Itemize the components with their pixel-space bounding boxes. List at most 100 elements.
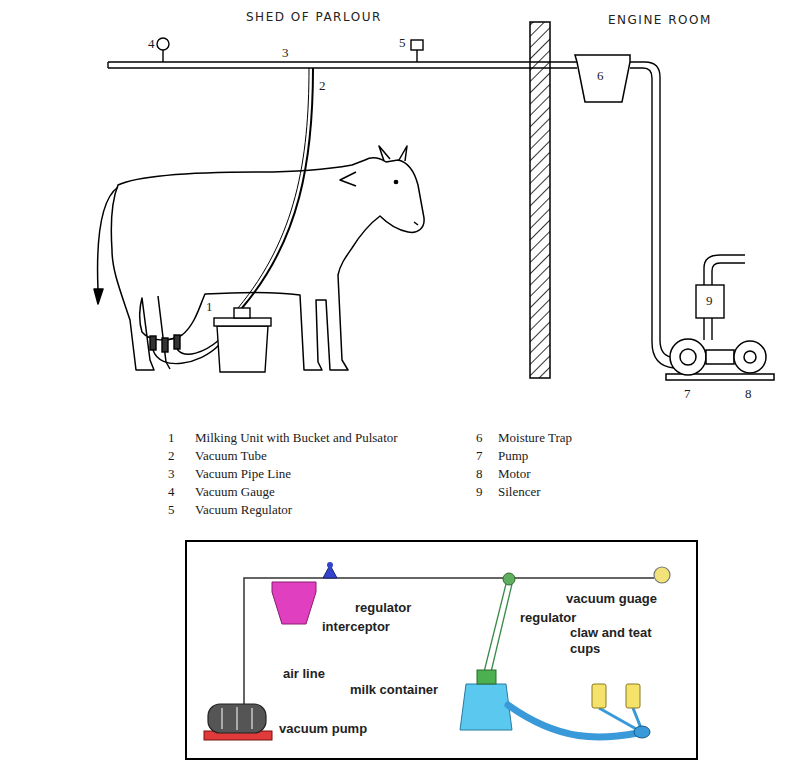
part-label: air line xyxy=(283,666,325,682)
legend-text: Vacuum Gauge xyxy=(195,484,275,499)
legend-text: Moisture Trap xyxy=(498,430,572,445)
vacuum-gauge xyxy=(157,38,169,62)
label-slot: milk container xyxy=(350,682,438,698)
label-slot: Silencer xyxy=(498,484,541,499)
teat-cup xyxy=(174,335,180,349)
cow-tail-tuft xyxy=(94,289,103,304)
machine-base xyxy=(666,374,774,380)
label-slot: 7 xyxy=(684,386,691,401)
teat-cup xyxy=(162,338,168,352)
coupling xyxy=(706,350,734,364)
part-label: regulator xyxy=(355,600,411,616)
region-heading: SHED OF PARLOUR xyxy=(246,10,382,25)
cow-eye xyxy=(394,180,397,183)
legend-number: 2 xyxy=(168,448,175,463)
regulator-valve xyxy=(323,562,337,578)
part-label: interceptor xyxy=(322,619,390,635)
label-slot: 4 xyxy=(148,36,155,51)
container-regulator xyxy=(477,670,496,684)
label-slot: 1 xyxy=(206,299,213,314)
label-slot: Vacuum Tube xyxy=(195,448,267,463)
legend-number: 4 xyxy=(168,484,175,499)
label-slot: regulator xyxy=(355,600,411,616)
label-slot: 8 xyxy=(745,386,752,401)
legend-text: Motor xyxy=(498,466,531,481)
label-slot: Vacuum Pipe Line xyxy=(195,466,291,481)
air-pipe xyxy=(630,62,674,368)
vacuum-tube xyxy=(238,68,309,308)
part-label: regulator xyxy=(520,610,576,626)
line-tap xyxy=(503,573,515,585)
cow-nostril xyxy=(414,222,418,225)
label-slot: vacuum pump xyxy=(279,721,367,737)
milk-hose xyxy=(177,340,219,354)
label-slot: 1 xyxy=(168,430,175,445)
moisture-trap xyxy=(575,55,630,102)
milk-bucket xyxy=(217,326,268,372)
label-slot: vacuum guage xyxy=(566,591,657,607)
callout-number: 8 xyxy=(745,386,752,401)
label-slot: Motor xyxy=(498,466,531,481)
pump-hub xyxy=(680,349,696,365)
callout-number: 2 xyxy=(319,78,326,93)
legend-text: Vacuum Tube xyxy=(195,448,267,463)
label-slot: 7 xyxy=(476,448,483,463)
legend-number: 1 xyxy=(168,430,175,445)
legend-text: Milking Unit with Bucket and Pulsator xyxy=(195,430,398,445)
label-slot: 6 xyxy=(476,430,483,445)
legend-number: 7 xyxy=(476,448,483,463)
label-slot: 2 xyxy=(319,78,326,93)
pulsator xyxy=(234,308,250,318)
legend-number: 9 xyxy=(476,484,483,499)
diagram-frame xyxy=(186,541,697,759)
part-label: claw and teat cups xyxy=(570,625,665,657)
label-slot: 6 xyxy=(597,68,604,83)
callout-number: 9 xyxy=(706,293,713,308)
cow-hind-leg xyxy=(158,296,170,369)
label-slot: regulator xyxy=(520,610,576,626)
motor xyxy=(734,341,766,373)
label-slot: ENGINE ROOM xyxy=(608,13,712,28)
callout-number: 6 xyxy=(597,68,604,83)
claw-and-teat-cups xyxy=(592,684,650,738)
vacuum-pump xyxy=(204,704,272,740)
teat-cup xyxy=(150,336,156,350)
callout-number: 1 xyxy=(206,299,213,314)
pump xyxy=(670,339,706,375)
callout-number: 4 xyxy=(148,36,155,51)
cow-tail xyxy=(98,187,118,290)
label-slot: Vacuum Gauge xyxy=(195,484,275,499)
label-slot: Vacuum Regulator xyxy=(195,502,292,517)
vacuum-gauge-dial xyxy=(654,567,670,583)
vacuum-regulator xyxy=(411,40,423,62)
legend-text: Vacuum Pipe Line xyxy=(195,466,291,481)
label-slot: claw and teat cups xyxy=(570,625,665,657)
label-slot: Moisture Trap xyxy=(498,430,572,445)
label-slot: 2 xyxy=(168,448,175,463)
legend-number: 6 xyxy=(476,430,483,445)
legend-text: Silencer xyxy=(498,484,541,499)
pump-and-motor xyxy=(666,339,774,380)
milking-unit xyxy=(150,308,271,372)
vacuum-tube xyxy=(484,584,512,672)
silencer xyxy=(696,255,745,340)
label-slot: SHED OF PARLOUR xyxy=(246,10,382,25)
interceptor xyxy=(272,582,316,624)
label-slot: Pump xyxy=(498,448,528,463)
bucket-lid xyxy=(214,318,271,326)
label-slot: 4 xyxy=(168,484,175,499)
cow-horn xyxy=(399,146,407,161)
cow-horn xyxy=(379,146,390,161)
legend-text: Vacuum Regulator xyxy=(195,502,292,517)
part-label: milk container xyxy=(350,682,438,698)
legend-number: 5 xyxy=(168,502,175,517)
milk-hose xyxy=(508,705,638,737)
wall xyxy=(530,22,550,378)
cow-ear xyxy=(340,172,356,186)
label-slot: Milking Unit with Bucket and Pulsator xyxy=(195,430,398,445)
callout-number: 3 xyxy=(282,45,289,60)
part-label: vacuum guage xyxy=(566,591,657,607)
label-slot: air line xyxy=(283,666,325,682)
